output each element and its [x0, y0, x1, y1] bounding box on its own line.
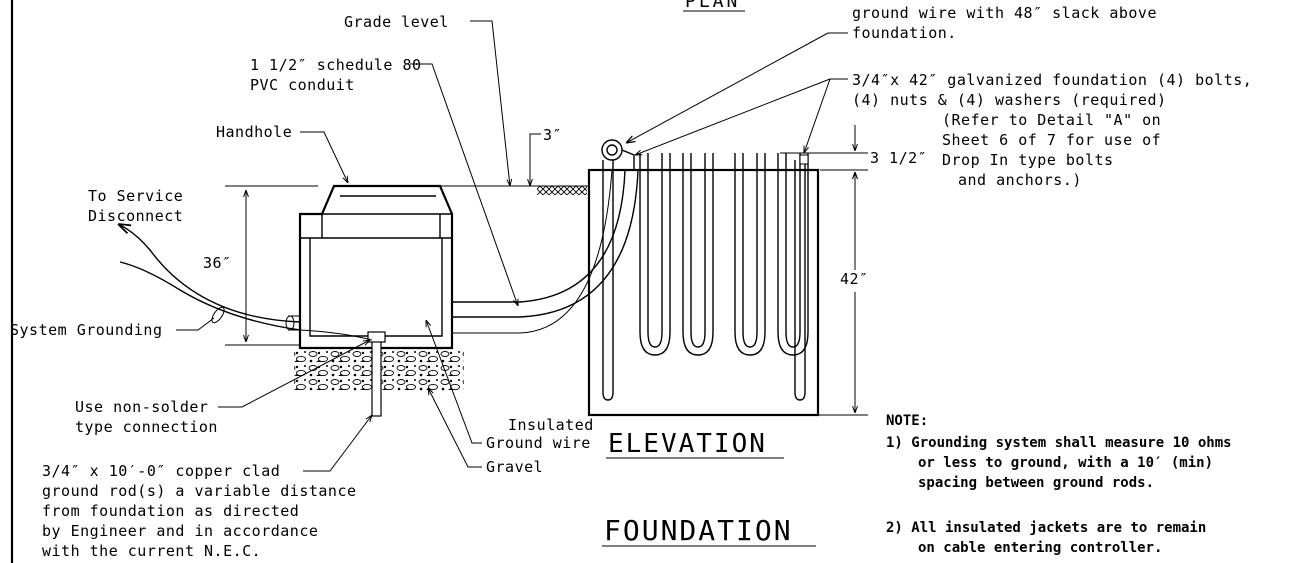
label-bolts-6: and anchors.) — [958, 171, 1082, 189]
leader-bolts-b — [804, 78, 831, 153]
leader-conduit — [410, 63, 518, 306]
ground-rod-clamp — [367, 331, 386, 343]
leader-insulated — [426, 320, 482, 444]
note-2-line1: 2) All insulated jackets are to remain — [886, 520, 1206, 536]
bolt-washer — [799, 154, 809, 165]
label-gravel: Gravel — [486, 458, 543, 476]
label-grade-level: Grade level — [344, 13, 449, 31]
handhole — [298, 184, 454, 350]
label-bolts-1: 3/4″x 42″ galvanized foundation (4) bolt… — [852, 71, 1252, 89]
label-handhole: Handhole — [216, 123, 292, 141]
grounding-to-rod — [299, 329, 373, 341]
leader-bolts-a — [635, 78, 831, 155]
label-rod-2: ground rod(s) a variable distance — [42, 482, 357, 500]
label-non-solder-1: Use non-solder — [75, 398, 208, 416]
dim-3-5: 3 1/2″ — [870, 149, 927, 167]
dim-3: 3″ — [543, 126, 562, 144]
note-1-line1: 1) Grounding system shall measure 10 ohm… — [886, 435, 1232, 451]
soil-hatch — [537, 186, 587, 195]
conduit — [285, 169, 639, 334]
label-to-service-2: Disconnect — [88, 207, 183, 225]
grounding-marker — [211, 306, 225, 324]
label-conduit-2: PVC conduit — [250, 76, 355, 94]
ground-wire-leader-2 — [626, 32, 829, 143]
service-cable — [118, 224, 301, 323]
note-1-line2: or less to ground, with a 10′ (min) — [918, 455, 1213, 471]
label-conduit-1: 1 1/2″ schedule 80 — [250, 56, 422, 74]
label-non-solder-2: type connection — [75, 418, 218, 436]
label-insulated-2: Ground wire — [486, 434, 591, 452]
leader-grade-level — [470, 20, 510, 186]
label-bolts-5: Drop In type bolts — [942, 151, 1114, 169]
label-rod-5: with the current N.E.C. — [42, 542, 261, 560]
ground-rod — [371, 333, 382, 417]
label-bolts-3: (Refer to Detail "A" on — [942, 111, 1161, 129]
label-bolts-2: (4) nuts & (4) washers (required) — [852, 91, 1167, 109]
coiled-ground-wire — [601, 139, 635, 170]
ground-wire-line1: ground wire with 48″ slack above — [852, 4, 1157, 22]
title-foundation: FOUNDATION — [604, 514, 793, 547]
label-rod-4: by Engineer and in accordance — [42, 522, 318, 540]
leader-non-solder — [218, 340, 370, 408]
label-rod-1: 3/4″ x 10′-0″ copper clad — [42, 462, 280, 480]
leader-gravel — [428, 388, 482, 468]
title-elevation: ELEVATION — [608, 429, 767, 459]
dim-42: 42″ — [840, 270, 869, 288]
grounding-cable — [119, 261, 301, 331]
ground-wire-line2: foundation. — [852, 24, 957, 42]
plan-title: PLAN — [685, 0, 740, 12]
label-rod-3: from foundation as directed — [42, 502, 299, 520]
dim-3-leader — [530, 133, 541, 186]
label-bolts-4: Sheet 6 of 7 for use of — [942, 131, 1161, 149]
foundation-block — [587, 153, 820, 417]
leader-system-grounding — [176, 317, 215, 331]
leader-handhole — [300, 131, 348, 183]
notes-heading: NOTE: — [886, 413, 928, 429]
label-system-grounding: System Grounding — [10, 321, 163, 339]
label-to-service-1: To Service — [88, 187, 183, 205]
label-insulated-1: Insulated — [508, 416, 594, 434]
note-2-line2: on cable entering controller. — [918, 540, 1162, 556]
dim-36: 36″ — [203, 254, 232, 272]
leader-rod — [303, 415, 372, 472]
note-1-line3: spacing between ground rods. — [918, 475, 1154, 491]
